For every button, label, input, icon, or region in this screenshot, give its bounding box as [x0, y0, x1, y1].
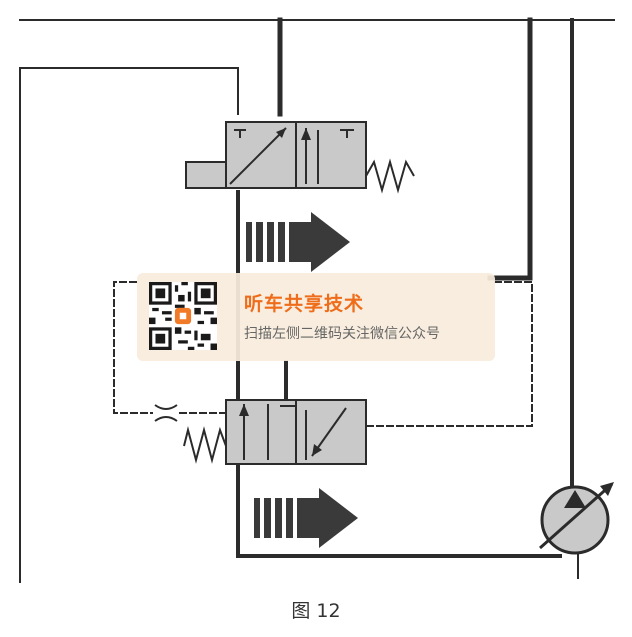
- watermark-subtitle: 扫描左侧二维码关注微信公众号: [244, 326, 440, 342]
- watermark-title: 听车共享技术: [244, 293, 365, 315]
- right-loop-line: [487, 17, 533, 281]
- upper-valve-actuator: [185, 161, 227, 189]
- lower-valve: [183, 399, 367, 465]
- figure-caption: 图 12: [291, 600, 341, 622]
- pilot-line-right: [367, 281, 533, 427]
- variable-pump-icon: [539, 482, 614, 555]
- flow-arrow-icon: [246, 212, 350, 272]
- left-return-line: [19, 67, 239, 583]
- watermark-banner: 听车共享技术 扫描左侧二维码关注微信公众号: [137, 273, 495, 361]
- upper-valve: [185, 121, 415, 194]
- upper-valve-crossflow: [229, 127, 287, 185]
- flow-arrow-icon: [254, 488, 358, 548]
- pilot-line-left: [113, 281, 153, 414]
- spring-icon: [365, 158, 415, 194]
- throttle-icon: [154, 404, 178, 422]
- qr-code-icon: [149, 282, 217, 350]
- spring-icon: [183, 426, 227, 464]
